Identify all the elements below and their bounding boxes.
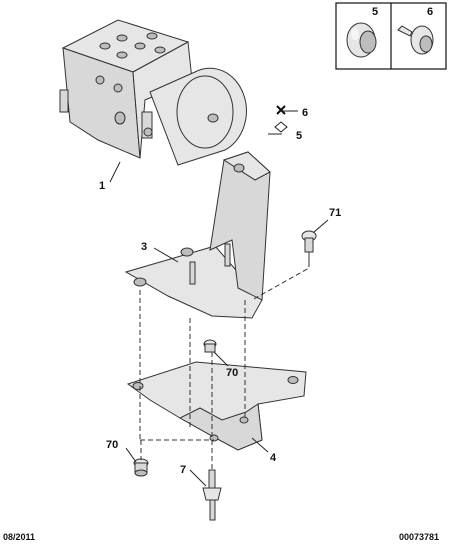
- footer-date: 08/2011: [3, 532, 35, 542]
- callout-1: 1: [99, 180, 105, 192]
- pin-icon: [397, 25, 434, 55]
- callout-6: 6: [302, 107, 308, 119]
- abs-hydraulic-unit: [59, 19, 247, 166]
- inset-label-5: 5: [372, 6, 378, 18]
- upper-bracket: [124, 151, 271, 319]
- callout-7: 7: [180, 464, 186, 476]
- nut-70-lower: [133, 458, 149, 477]
- callout-5: 5: [296, 130, 302, 142]
- callout-71: 71: [329, 207, 341, 219]
- nut-70-upper: [203, 339, 217, 353]
- assembly-guide-lines: [139, 262, 310, 470]
- diamond-marker-icon: [274, 121, 288, 133]
- bolt-71: [301, 230, 317, 262]
- inset-label-6: 6: [427, 6, 433, 18]
- cross-marker-icon: [276, 105, 286, 115]
- detail-inset: 5 6: [335, 2, 447, 70]
- grommet-icon: [346, 22, 377, 58]
- callout-3: 3: [141, 241, 147, 253]
- lower-bracket: [126, 361, 307, 451]
- stud-7: [202, 469, 222, 521]
- callout-4: 4: [270, 452, 277, 464]
- leader-lines: [109, 110, 329, 487]
- callout-70-lower: 70: [106, 439, 118, 451]
- callout-70-upper: 70: [226, 367, 238, 379]
- footer-reference: 00073781: [399, 532, 439, 542]
